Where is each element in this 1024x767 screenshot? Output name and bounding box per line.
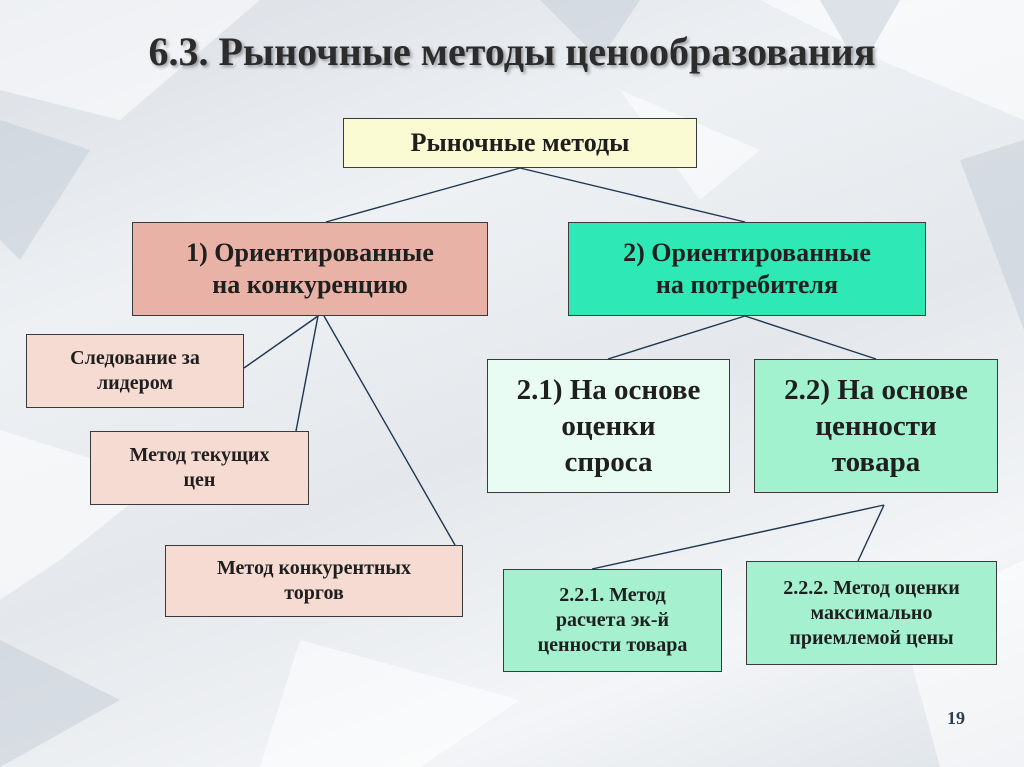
page-number: 19 — [947, 708, 965, 728]
connector-value-max — [857, 504, 885, 562]
connector-competition-current — [295, 315, 319, 432]
demand-estimation-node: 2.1) На основе оценки спроса — [487, 359, 730, 493]
connector-competition-tender — [323, 315, 456, 546]
connector-consumer-value — [744, 315, 877, 360]
current-prices-node: Метод текущих цен — [90, 431, 309, 505]
connector-root-consumer — [519, 167, 746, 223]
root-node: Рыночные методы — [343, 118, 697, 168]
connector-competition-leader — [243, 315, 319, 369]
competition-node: 1) Ориентированные на конкуренцию — [132, 222, 488, 316]
consumer-node: 2) Ориентированные на потребителя — [568, 222, 926, 316]
connector-root-competition — [325, 167, 521, 223]
connector-value-calc — [591, 504, 885, 570]
connector-consumer-demand — [607, 315, 746, 360]
leader-following-node: Следование за лидером — [26, 334, 244, 408]
slide-title: 6.3. Рыночные методы ценообразования — [148, 29, 876, 74]
competitive-tender-node: Метод конкурентных торгов — [165, 545, 463, 617]
product-value-node: 2.2) На основе ценности товара — [754, 359, 998, 493]
max-acceptable-price-node: 2.2.2. Метод оценки максимально приемлем… — [746, 561, 997, 665]
economic-value-method-node: 2.2.1. Метод расчета эк-й ценности товар… — [503, 569, 722, 672]
